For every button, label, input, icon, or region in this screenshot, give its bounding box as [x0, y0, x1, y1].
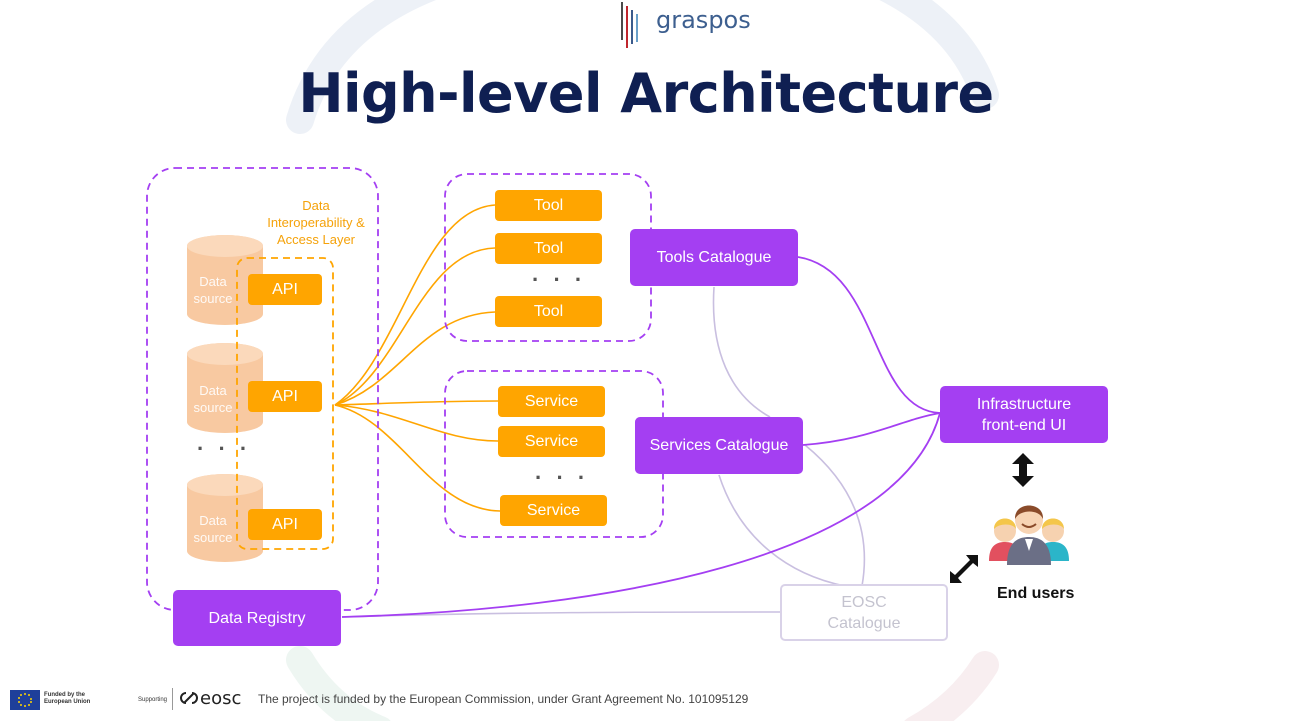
eu-funded-label: Funded by the European Union — [44, 692, 91, 705]
users-icon — [989, 505, 1069, 565]
supporting-label: Supporting — [138, 697, 168, 703]
tools-ellipsis: · · · — [532, 267, 587, 292]
eu-flag-icon — [10, 690, 40, 710]
services-ellipsis: · · · — [535, 465, 590, 490]
service-box: Service — [498, 426, 605, 457]
service-box: Service — [500, 495, 607, 526]
grant-text: The project is funded by the European Co… — [258, 692, 749, 706]
eosc-logo-text: eosc — [200, 688, 242, 709]
data-source-ellipsis: · · · — [197, 436, 252, 461]
data-source-label: Data source — [193, 274, 233, 306]
tool-box: Tool — [495, 190, 602, 221]
graspos-logo-icon — [621, 2, 638, 48]
double-arrow-vertical-icon — [1012, 453, 1034, 487]
eosc-logo-icon — [180, 692, 198, 704]
api-box: API — [248, 381, 322, 412]
eosc-catalogue-box: EOSC Catalogue — [780, 584, 948, 641]
service-box: Service — [498, 386, 605, 417]
end-users-label: End users — [997, 585, 1075, 602]
api-box: API — [248, 274, 322, 305]
api-box: API — [248, 509, 322, 540]
data-source-label: Data source — [193, 383, 233, 415]
logo-text: graspos — [656, 6, 751, 34]
tools-catalogue-box: Tools Catalogue — [630, 229, 798, 286]
tool-box: Tool — [495, 296, 602, 327]
frontend-ui-box: Infrastructure front-end UI — [940, 386, 1108, 443]
tool-box: Tool — [495, 233, 602, 264]
double-arrow-diagonal-icon — [950, 555, 978, 583]
page-title: High-level Architecture — [298, 62, 994, 125]
footer-divider — [172, 688, 173, 710]
data-registry-box: Data Registry — [173, 590, 341, 646]
data-source-label: Data source — [193, 513, 233, 545]
access-layer-label: Data Interoperability & Access Layer — [267, 198, 365, 247]
services-catalogue-box: Services Catalogue — [635, 417, 803, 474]
